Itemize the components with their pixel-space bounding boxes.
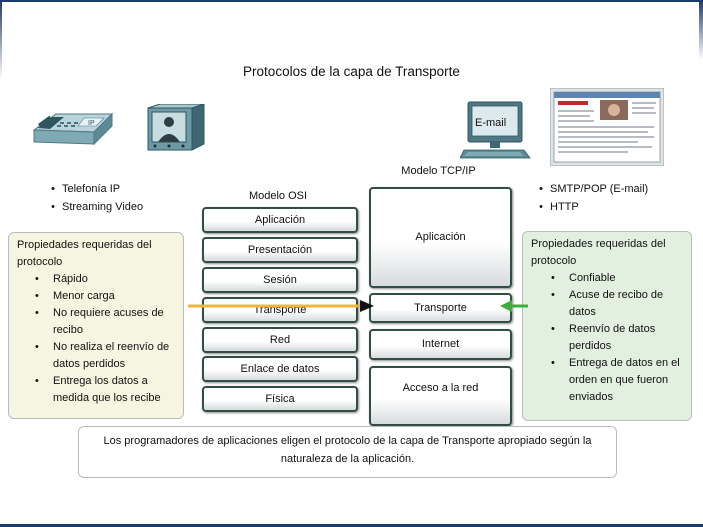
email-computer-icon: E-mail bbox=[460, 101, 531, 159]
udp-property-item: Entrega los datos a medida que los recib… bbox=[9, 373, 183, 407]
email-screen-label: E-mail bbox=[475, 117, 506, 129]
web-browser-icon bbox=[550, 88, 664, 166]
tcp-panel-heading: Propiedades requeridas del protocolo bbox=[531, 238, 666, 267]
frame-bottom-border bbox=[0, 524, 703, 527]
tcpip-layer-internet: Internet bbox=[369, 329, 512, 360]
tcpip-layer-aplicacion: Aplicación bbox=[369, 187, 512, 288]
udp-panel-heading: Propiedades requeridas del protocolo bbox=[17, 239, 152, 268]
osi-layer-red: Red bbox=[202, 327, 358, 353]
tcp-property-item: Entrega de datos en el orden en que fuer… bbox=[523, 355, 691, 406]
tcp-property-item: Reenvío de datos perdidos bbox=[523, 321, 691, 355]
tcp-properties-panel: Propiedades requeridas del protocolo Con… bbox=[522, 231, 692, 421]
phone-ip-label: IP bbox=[88, 120, 95, 127]
udp-property-item: No requiere acuses de recibo bbox=[9, 305, 183, 339]
tcpip-model-title: Modelo TCP/IP bbox=[401, 165, 476, 177]
osi-layer-aplicacion: Aplicación bbox=[202, 207, 358, 233]
frame-top-border bbox=[0, 0, 703, 2]
right-app-list: SMTP/POP (E-mail) HTTP bbox=[532, 180, 648, 216]
footer-note: Los programadores de aplicaciones eligen… bbox=[78, 426, 617, 478]
ip-phone-icon: IP bbox=[32, 112, 114, 146]
tcp-property-item: Acuse de recibo de datos bbox=[523, 287, 691, 321]
left-app-list: Telefonía IP Streaming Video bbox=[44, 180, 143, 216]
udp-arrow bbox=[188, 300, 374, 312]
frame-left-border bbox=[0, 0, 2, 527]
udp-property-item: Menor carga bbox=[9, 288, 183, 305]
tcpip-layer-acceso: Acceso a la red bbox=[369, 366, 512, 426]
udp-property-item: No realiza el reenvío de datos perdidos bbox=[9, 339, 183, 373]
frame-right-border bbox=[699, 0, 703, 60]
app-item-streaming: Streaming Video bbox=[44, 198, 143, 216]
app-item-http: HTTP bbox=[532, 198, 648, 216]
osi-model-title: Modelo OSI bbox=[248, 190, 308, 202]
udp-properties-panel: Propiedades requeridas del protocolo Ráp… bbox=[8, 232, 184, 419]
tcp-arrow bbox=[500, 300, 528, 312]
osi-layer-fisica: Física bbox=[202, 386, 358, 412]
app-item-smtp-pop: SMTP/POP (E-mail) bbox=[532, 180, 648, 198]
video-monitor-icon bbox=[147, 104, 205, 151]
udp-property-item: Rápido bbox=[9, 271, 183, 288]
diagram-title: Protocolos de la capa de Transporte bbox=[243, 64, 460, 79]
osi-layer-sesion: Sesión bbox=[202, 267, 358, 293]
osi-layer-presentacion: Presentación bbox=[202, 237, 358, 263]
tcpip-layer-transporte: Transporte bbox=[369, 293, 512, 323]
osi-layer-enlace: Enlace de datos bbox=[202, 356, 358, 382]
app-item-telefonia: Telefonía IP bbox=[44, 180, 143, 198]
osi-layer-transporte: Transporte bbox=[202, 297, 358, 323]
tcp-property-item: Confiable bbox=[523, 270, 691, 287]
